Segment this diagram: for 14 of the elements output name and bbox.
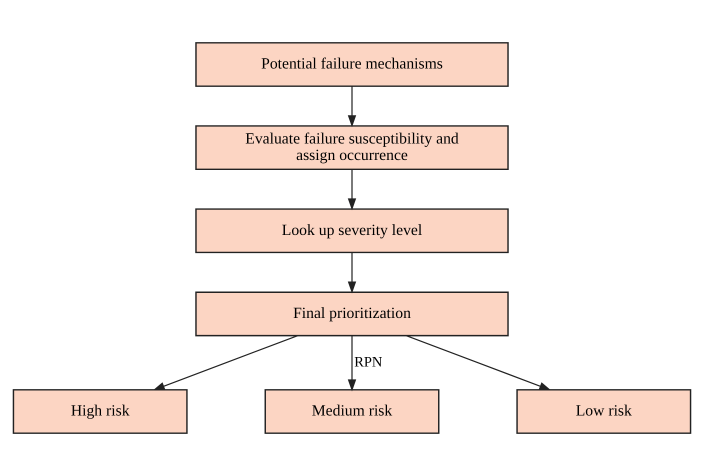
arrow [406, 335, 552, 390]
arrow [348, 170, 356, 210]
node-box: Low risk [516, 389, 692, 434]
node-box: Medium risk [264, 389, 440, 434]
edge-label: RPN [354, 354, 382, 370]
node-box: Evaluate failure susceptibility and assign occurrence [195, 125, 509, 170]
node-box: Final prioritization [195, 292, 509, 336]
node-box: Look up severity level [195, 208, 509, 254]
node-box: Potential failure mechanisms [195, 42, 509, 87]
arrow [348, 252, 356, 294]
arrow [348, 336, 356, 392]
arrow [152, 335, 298, 390]
node-box: High risk [12, 389, 188, 434]
arrow [348, 86, 356, 128]
